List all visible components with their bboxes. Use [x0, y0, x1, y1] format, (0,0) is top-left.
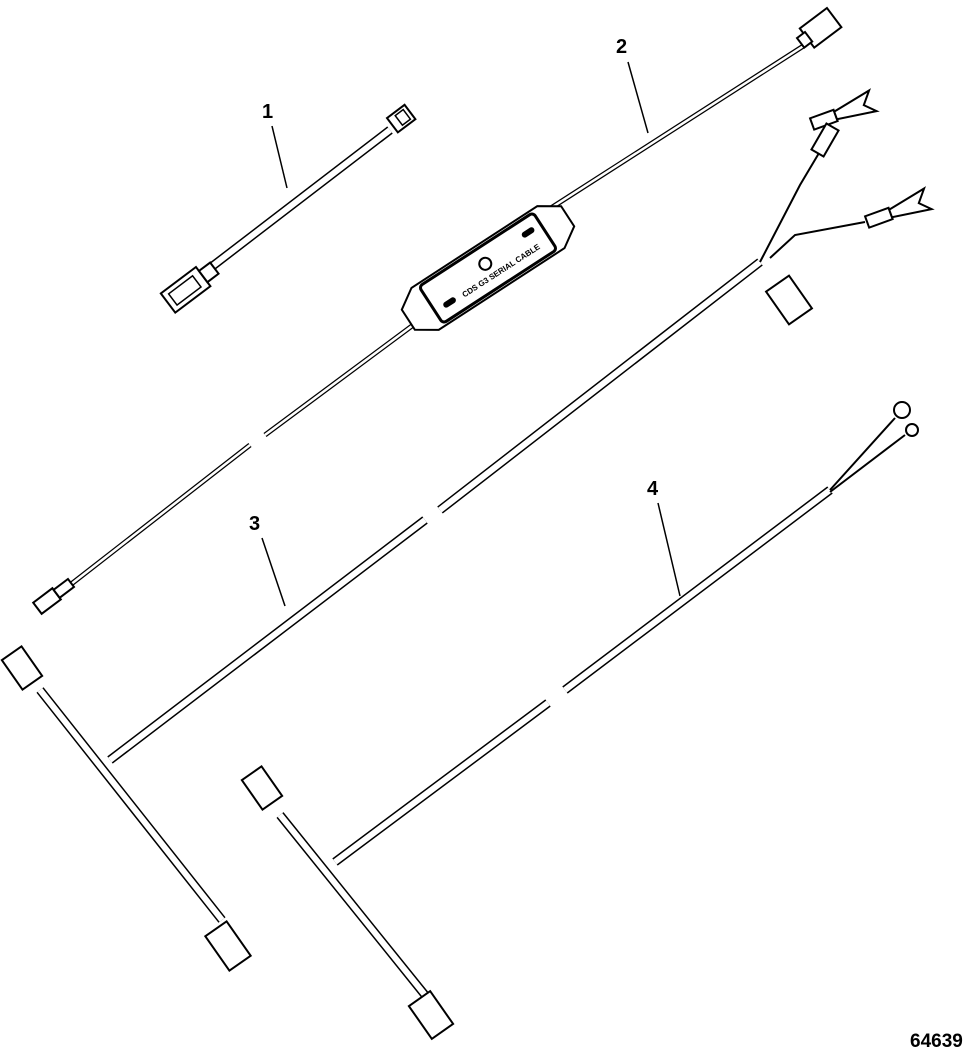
callout-label: 4: [647, 478, 659, 500]
callout-label: 2: [616, 36, 627, 58]
db9-connector-icon: [795, 6, 843, 50]
interface-module: CDS G3 SERIAL CABLE: [400, 205, 576, 331]
callout-4: 4: [647, 478, 681, 597]
cable-1: [159, 103, 417, 315]
cable-4: [240, 401, 919, 1041]
cable-2: CDS G3 SERIAL CABLE: [31, 6, 843, 616]
connector-icon: [240, 764, 284, 812]
ring-terminal-icon: [893, 401, 911, 419]
callout-1: 1: [262, 101, 288, 189]
figure-number: 64639: [910, 1031, 963, 1052]
callout-2: 2: [616, 36, 649, 134]
usb-plug-icon: [31, 577, 76, 616]
callout-label: 1: [262, 101, 273, 123]
callout-label: 3: [249, 513, 260, 535]
connector-icon: [0, 274, 814, 973]
callout-3: 3: [249, 513, 286, 607]
alligator-clip-icon: [863, 186, 935, 229]
modular-plug-icon: [385, 103, 417, 134]
cable-3: [0, 88, 935, 973]
ring-terminal-icon: [905, 423, 919, 437]
connector-icon: [407, 989, 455, 1041]
alligator-clip-icon: [808, 88, 880, 131]
db9-connector-icon: [159, 261, 220, 315]
